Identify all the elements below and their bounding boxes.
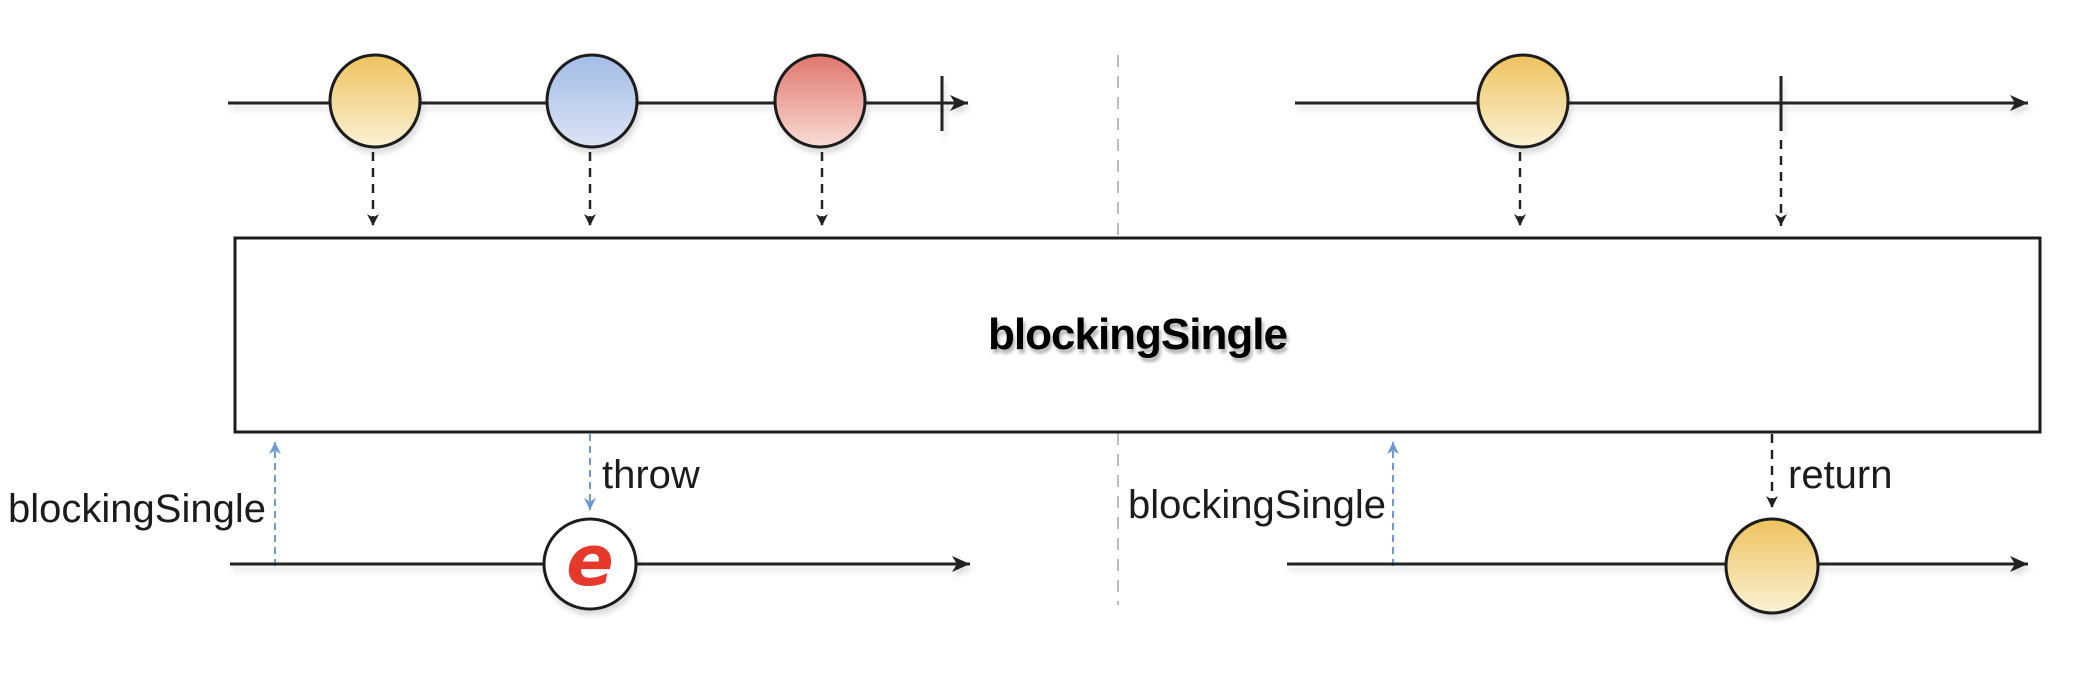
operator-box	[233, 236, 2042, 434]
marble-red-left	[773, 53, 867, 149]
throw-label: throw	[602, 453, 700, 497]
marble-yellow-left	[328, 53, 422, 149]
call-label-left: blockingSingle	[8, 487, 266, 531]
result-marble-yellow	[1724, 517, 1820, 615]
return-label: return	[1788, 453, 1893, 497]
error-marble-symbol-container: e	[544, 519, 636, 609]
marble-blue-left	[545, 53, 639, 149]
operator-label-container: blockingSingle	[235, 238, 2040, 432]
call-label-right: blockingSingle	[1128, 483, 1386, 527]
error-symbol: e	[566, 520, 614, 602]
operator-label: blockingSingle	[988, 310, 1288, 359]
marble-yellow-right	[1476, 53, 1570, 149]
error-marble	[542, 517, 638, 611]
